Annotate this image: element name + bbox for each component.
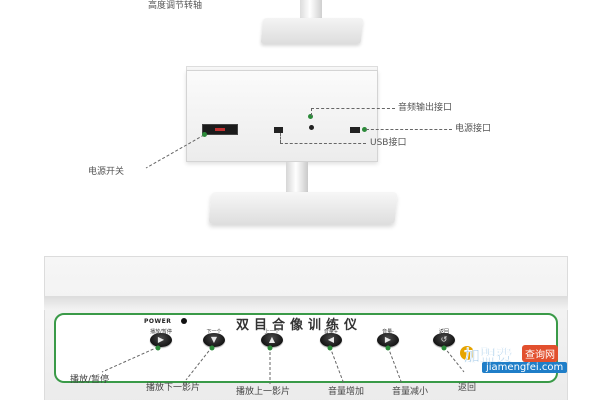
watermark-logo: 加盟费 查询网 jiamengfei.com — [458, 338, 598, 378]
watermark-tag: 查询网 — [522, 345, 558, 362]
btn-label-vol-up: 音量+ — [323, 329, 339, 335]
power-text: POWER — [144, 318, 172, 325]
btn-label-play: 播放/暂停 — [150, 329, 172, 335]
watermark-url: jiamengfei.com — [482, 362, 568, 373]
label-usb-port: USB接口 — [370, 138, 407, 148]
power-port-leader — [366, 129, 452, 130]
label-play-pause: 播放/暂停 — [70, 375, 110, 385]
speaker-icon: ▶ — [384, 335, 392, 344]
prev-button[interactable]: ▲ — [261, 333, 283, 347]
label-prev: 播放上一影片 — [236, 387, 291, 397]
play-pause-button[interactable]: ▶ — [150, 333, 172, 347]
audio-port-dot — [308, 114, 313, 119]
usb-port — [274, 127, 283, 133]
audio-leader-v — [311, 108, 312, 116]
play-icon: ▶ — [157, 335, 165, 344]
power-switch[interactable] — [202, 124, 238, 135]
audio-leader — [311, 108, 395, 109]
volume-up-button[interactable]: ◀ — [320, 333, 342, 347]
label-vol-up: 音量增加 — [328, 387, 365, 397]
usb-leader-v — [280, 133, 281, 143]
audio-port — [309, 125, 314, 130]
power-led — [181, 318, 187, 324]
watermark-badge-icon — [458, 344, 476, 362]
watermark-name: 加盟费 — [464, 346, 513, 365]
label-vol-down: 音量减小 — [392, 387, 429, 397]
btn-label-back: 返回 — [438, 329, 449, 335]
down-arrow-icon: ▼ — [210, 335, 218, 344]
usb-leader — [280, 143, 366, 144]
label-power-switch: 电源开关 — [88, 167, 125, 177]
btn-label-next: 下一个 — [206, 329, 222, 335]
btn-label-prev: 上一个 — [264, 329, 280, 335]
label-back: 返回 — [458, 383, 477, 393]
speaker-icon: ◀ — [327, 335, 335, 344]
panel-bevel — [44, 296, 568, 310]
label-power-port: 电源接口 — [455, 124, 492, 134]
power-switch-leader — [145, 134, 205, 169]
next-button[interactable]: ▼ — [203, 333, 225, 347]
device-box — [186, 70, 378, 162]
back-button[interactable]: ↺ — [433, 333, 455, 347]
label-height-knob: 高度调节转轴 — [148, 1, 203, 11]
up-arrow-icon: ▲ — [268, 335, 276, 344]
return-icon: ↺ — [440, 335, 448, 344]
btn-label-vol-down: 音量- — [382, 329, 394, 335]
power-port-dot — [362, 127, 367, 132]
label-audio-out: 音频输出接口 — [398, 103, 453, 113]
panel-title: 双目合像训练仪 — [236, 318, 363, 333]
dc-power-port — [350, 127, 360, 133]
power-switch-dot — [202, 132, 207, 137]
volume-down-button[interactable]: ▶ — [377, 333, 399, 347]
label-next: 播放下一影片 — [146, 383, 201, 393]
